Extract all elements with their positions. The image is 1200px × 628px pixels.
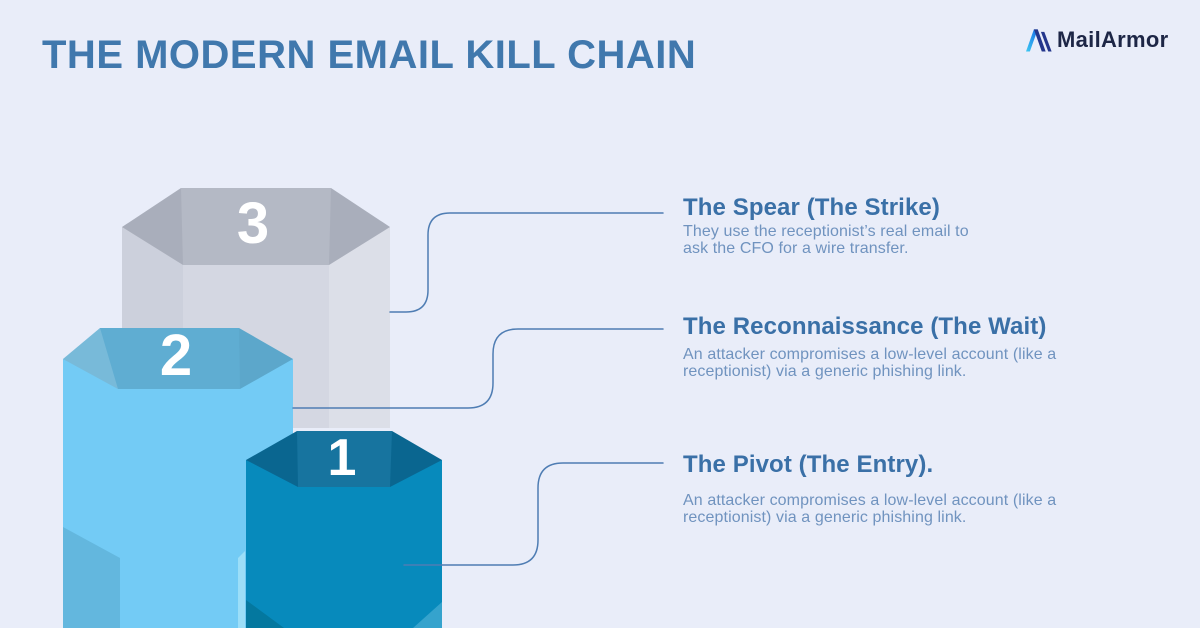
tower-1-top-face [246, 431, 442, 487]
tower-2-bottom-shadow [63, 527, 120, 628]
tower-1-bottom-shadow [246, 600, 284, 628]
tower-3-right-facet [329, 227, 390, 428]
brand-name: MailArmor [1057, 27, 1169, 52]
step-title: The Spear (The Strike) [683, 194, 940, 221]
tower-1-body [246, 460, 442, 628]
step-description: They use the receptionist’s real email t… [683, 223, 969, 257]
tower-2-edge-highlight [238, 551, 245, 628]
step-callout-spear: The Spear (The Strike) They use the rece… [683, 195, 1163, 257]
tower-step-2: 2 [63, 323, 293, 628]
tower-2-top-left-corner [63, 328, 118, 389]
connector-line-step-2 [292, 328, 664, 409]
connector-line-step-3 [389, 212, 664, 313]
tower-2-body [63, 359, 293, 628]
step-description: An attacker compromises a low-level acco… [683, 346, 1057, 380]
brand-logo: MailArmor [1026, 27, 1169, 53]
page-title: THE MODERN EMAIL KILL CHAIN [42, 33, 697, 77]
connector-lines [292, 212, 664, 566]
step-title: The Reconnaissance (The Wait) [683, 313, 1047, 340]
tower-3-number: 3 [237, 191, 269, 256]
tower-1-top-band [297, 431, 392, 487]
tower-3-top-face [122, 188, 390, 265]
mailarmor-logo-icon [1026, 29, 1052, 52]
step-title: The Pivot (The Entry). [683, 451, 934, 478]
step-description: An attacker compromises a low-level acco… [683, 492, 1057, 526]
tower-2-top-face [63, 328, 293, 389]
step-callout-reconnaissance: The Reconnaissance (The Wait) An attacke… [683, 314, 1163, 380]
tower-1-bottom-highlight [413, 602, 442, 628]
tower-2-number: 2 [160, 323, 192, 388]
tower-1-top-right-corner [390, 431, 442, 487]
tower-step-1: 1 [246, 429, 442, 628]
tower-1-top-left-corner [246, 431, 298, 487]
connector-line-step-1 [403, 462, 664, 566]
step-callout-pivot: The Pivot (The Entry). An attacker compr… [683, 452, 1163, 526]
tower-1-number: 1 [328, 429, 357, 487]
tower-3-top-band [181, 188, 331, 265]
